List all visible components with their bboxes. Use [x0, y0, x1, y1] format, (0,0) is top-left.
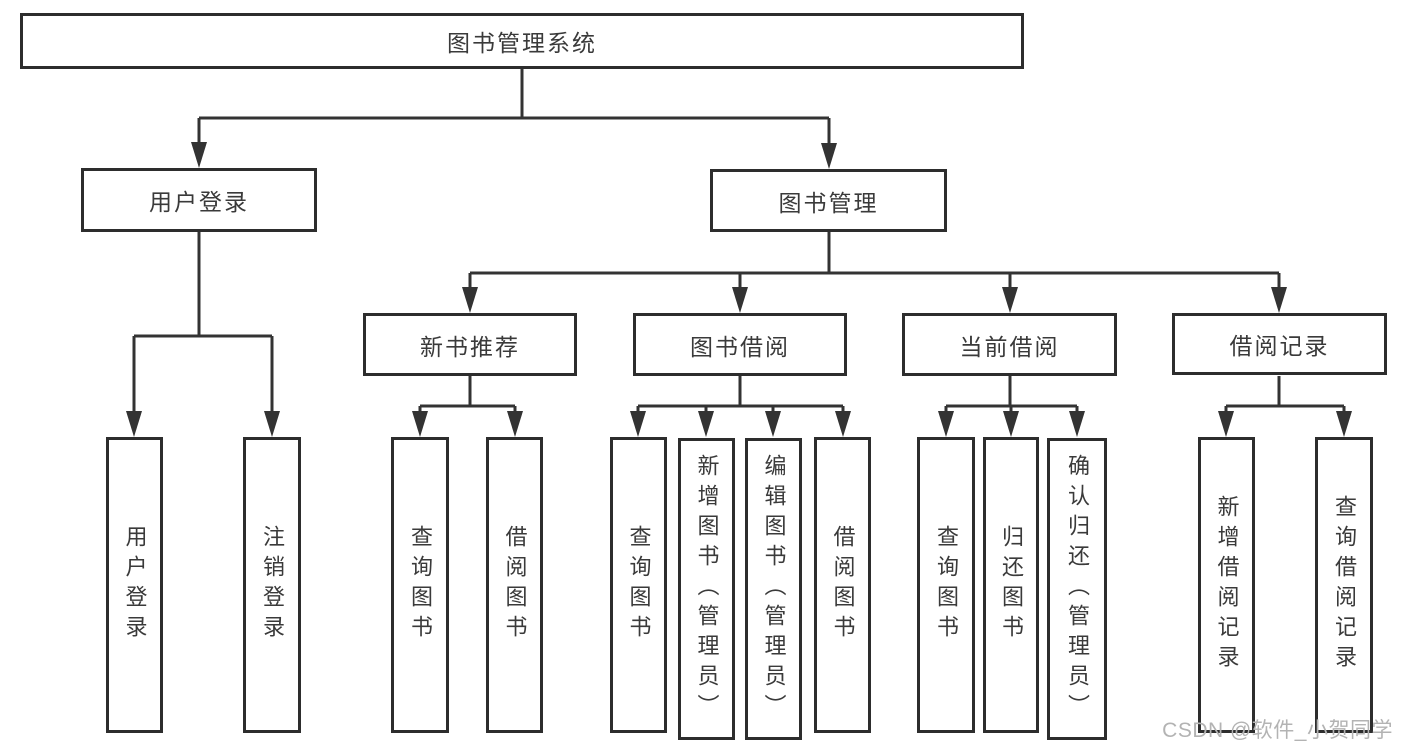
node-book-borrowing: 图书借阅 [633, 313, 847, 376]
leaf-current-return-books-label: 归还图书 [999, 525, 1024, 645]
leaf-records-query-record-label: 查询借阅记录 [1332, 495, 1357, 675]
node-new-book-recommend: 新书推荐 [363, 313, 577, 376]
edge-new-book-recommend-to-leaves [412, 376, 523, 437]
edge-user-login-to-leaves [126, 232, 280, 437]
node-book-management-label: 图书管理 [778, 189, 879, 216]
edge-root-to-level2 [191, 69, 837, 169]
edge-book-management-to-level3 [462, 232, 1287, 313]
node-new-book-recommend-label: 新书推荐 [420, 333, 520, 360]
csdn-watermark: CSDN @软件_小贺同学 [1162, 719, 1393, 742]
node-user-login: 用户登录 [81, 168, 317, 232]
leaf-current-confirm-return-admin: 确认归还（管理员） [1047, 438, 1107, 740]
leaf-records-add-record: 新增借阅记录 [1198, 437, 1255, 733]
leaf-borrowing-edit-books-admin-label: 编辑图书（管理员） [761, 454, 787, 724]
node-root-system-label: 图书管理系统 [447, 30, 597, 56]
node-borrowing-records: 借阅记录 [1172, 313, 1387, 375]
node-current-borrowing: 当前借阅 [902, 313, 1117, 376]
leaf-borrowing-add-books-admin-label: 新增图书（管理员） [694, 454, 720, 724]
leaf-borrowing-borrow-books-label: 借阅图书 [830, 525, 856, 645]
leaf-current-confirm-return-admin-label: 确认归还（管理员） [1065, 454, 1090, 724]
leaf-current-query-books-label: 查询图书 [934, 525, 959, 645]
leaf-current-query-books: 查询图书 [917, 437, 975, 733]
leaf-user-login: 用户登录 [106, 437, 163, 733]
leaf-logout-label: 注销登录 [260, 525, 285, 645]
leaf-newbook-borrow-books: 借阅图书 [486, 437, 543, 733]
node-root-system: 图书管理系统 [20, 13, 1024, 69]
leaf-records-add-record-label: 新增借阅记录 [1214, 495, 1240, 675]
node-user-login-label: 用户登录 [149, 189, 249, 215]
leaf-borrowing-borrow-books: 借阅图书 [814, 437, 871, 733]
leaf-borrowing-query-books: 查询图书 [610, 437, 667, 733]
leaf-current-return-books: 归还图书 [983, 437, 1039, 733]
edge-book-borrowing-to-leaves [630, 376, 851, 437]
leaf-borrowing-edit-books-admin: 编辑图书（管理员） [745, 438, 802, 740]
leaf-newbook-borrow-books-label: 借阅图书 [502, 525, 528, 645]
leaf-borrowing-add-books-admin: 新增图书（管理员） [678, 438, 735, 740]
edge-current-borrowing-to-leaves [938, 376, 1085, 437]
leaf-newbook-query-books: 查询图书 [391, 437, 449, 733]
edge-borrowing-records-to-leaves [1218, 376, 1352, 437]
node-book-borrowing-label: 图书借阅 [690, 333, 790, 360]
node-current-borrowing-label: 当前借阅 [959, 333, 1060, 360]
node-borrowing-records-label: 借阅记录 [1229, 333, 1330, 359]
leaf-logout: 注销登录 [243, 437, 301, 733]
leaf-records-query-record: 查询借阅记录 [1315, 437, 1373, 733]
leaf-user-login-label: 用户登录 [122, 525, 148, 645]
node-book-management: 图书管理 [710, 169, 947, 232]
leaf-borrowing-query-books-label: 查询图书 [626, 525, 652, 645]
leaf-newbook-query-books-label: 查询图书 [408, 525, 433, 645]
